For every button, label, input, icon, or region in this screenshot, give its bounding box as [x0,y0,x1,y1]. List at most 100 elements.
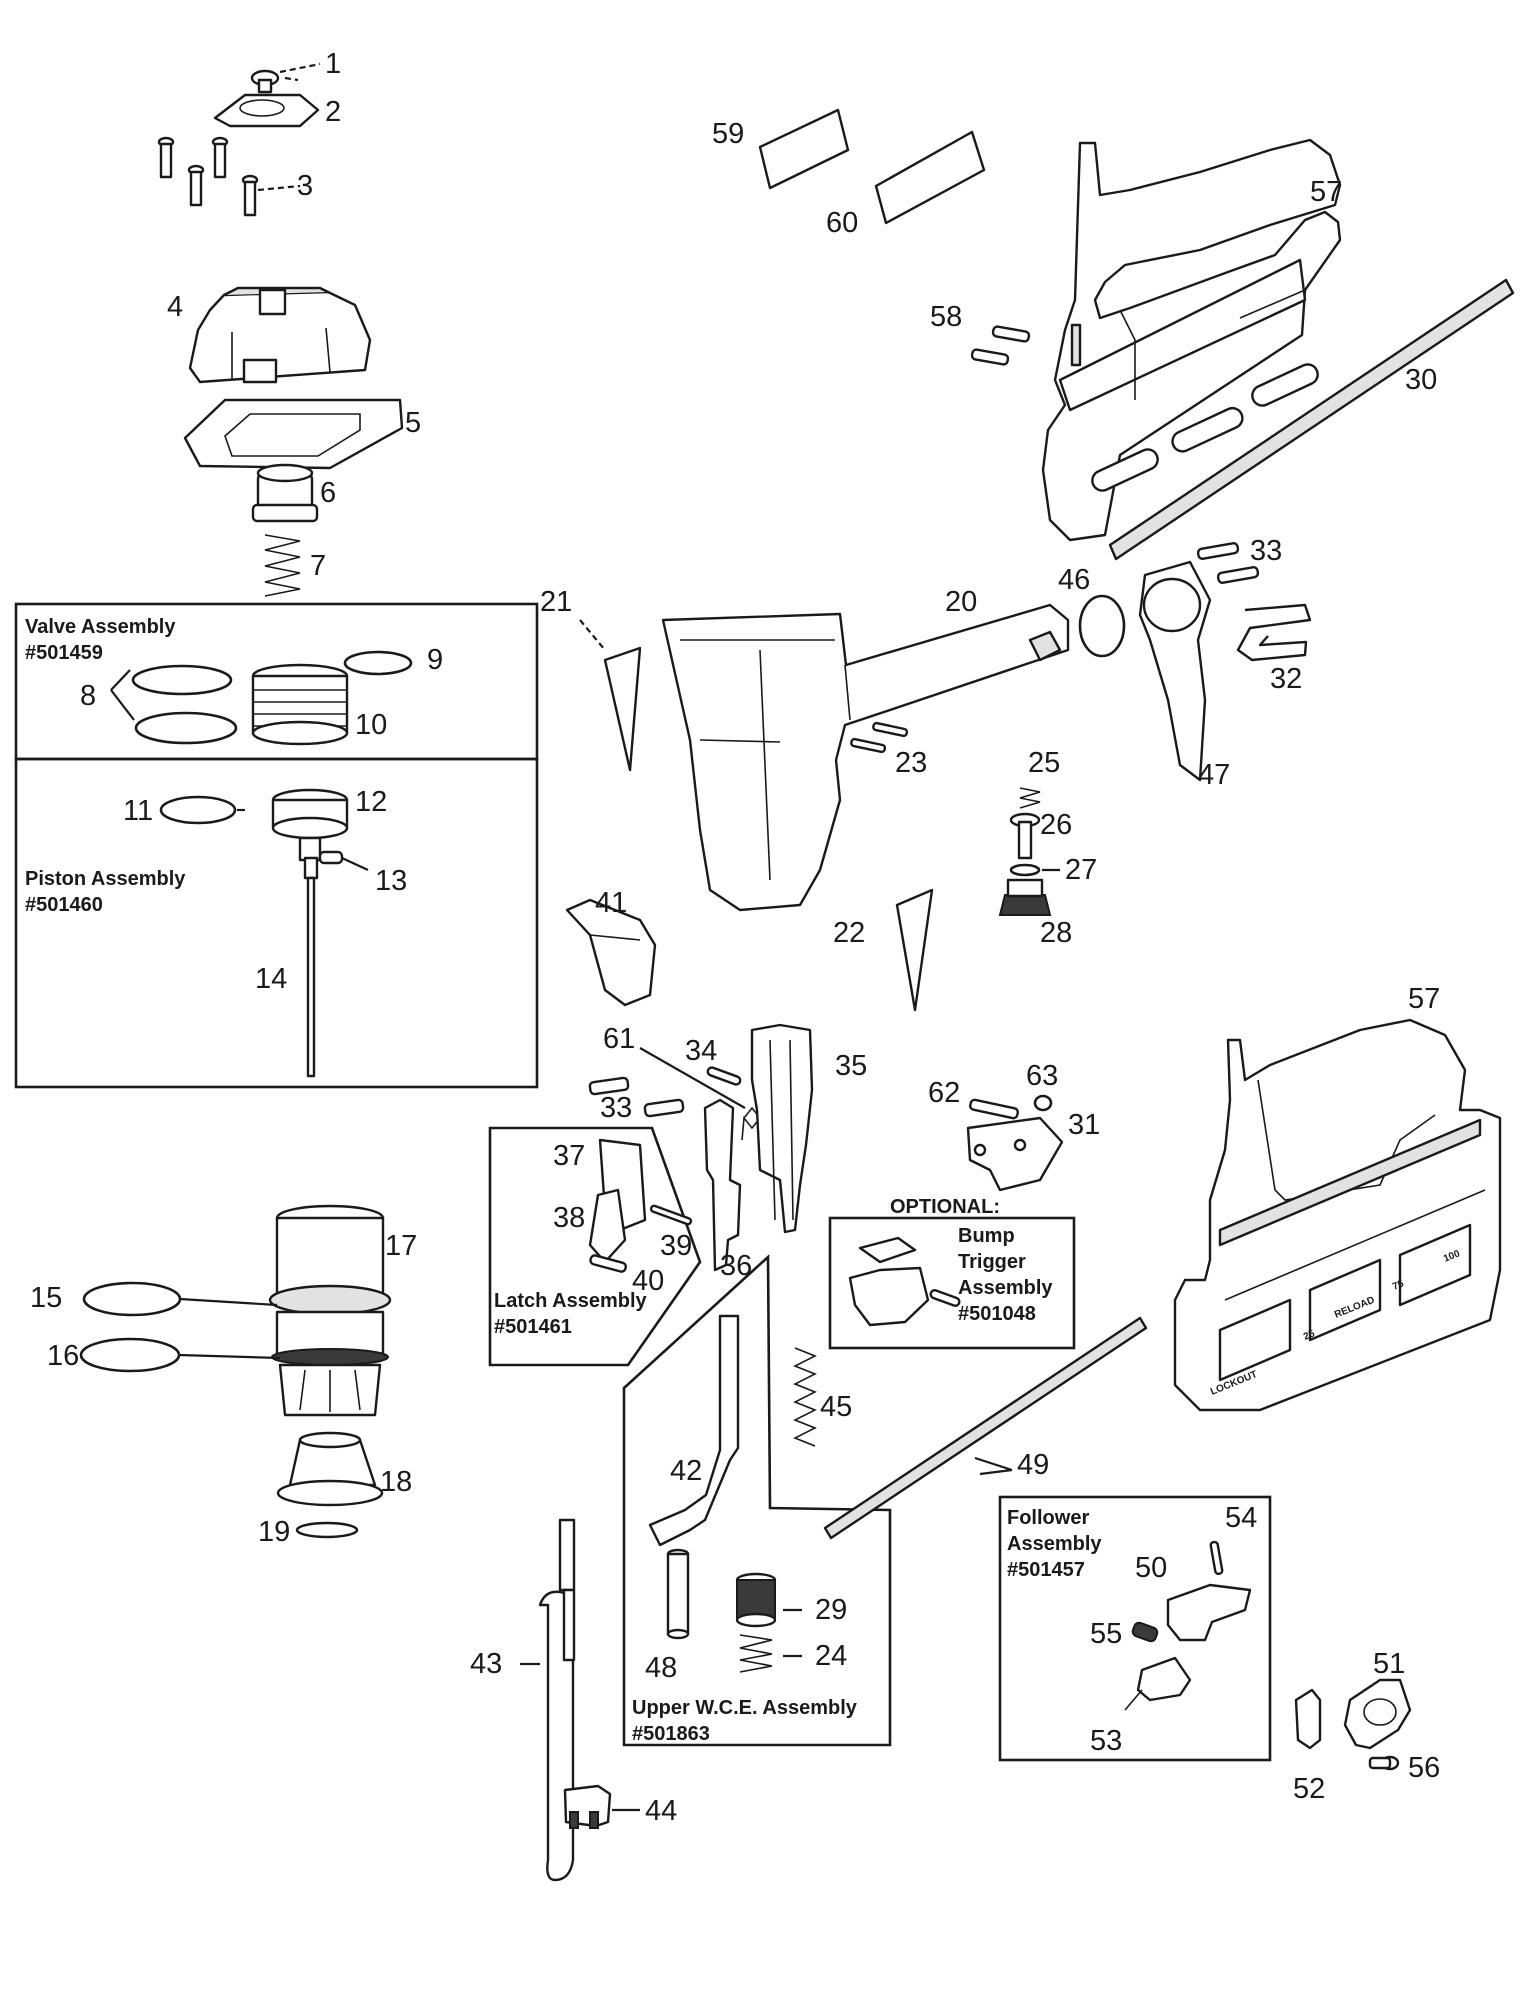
latch-assembly-box [488,1126,702,1367]
part-8-orings [131,664,238,745]
callout-59: 59 [712,118,744,150]
part-62-pin [969,1098,1019,1120]
part-47-cap [1138,560,1212,782]
upper-wce-assembly-number: #501863 [632,1723,710,1745]
piston-assembly-title: Piston Assembly [25,868,186,890]
magazine-marking-75: 75 [1391,1278,1406,1293]
part-11-oring [159,795,237,825]
assembly-titles: Valve Assembly #501459 Piston Assembly #… [25,616,1102,1745]
callout-55: 55 [1090,1618,1122,1650]
latch-assembly-title: Latch Assembly [494,1290,648,1312]
bump-trigger-title-1: Bump [958,1225,1015,1247]
callout-40: 40 [632,1265,664,1297]
part-57-magazine: LOCKOUT 25 RELOAD 75 100 [1173,1018,1502,1412]
callout-39: 39 [660,1230,692,1262]
part-42-arm [648,1314,740,1547]
callout-52: 52 [1293,1773,1325,1805]
callout-34: 34 [685,1035,717,1067]
bump-trigger-title-2: Trigger [958,1251,1026,1273]
part-53-follower-body [1124,1656,1192,1711]
part-40-pin [589,1254,627,1273]
part-61-spring [741,1106,762,1141]
upper-wce-assembly-title: Upper W.C.E. Assembly [632,1697,858,1719]
callout-33: 33 [1250,535,1282,567]
callout-25: 25 [1028,747,1060,779]
bump-trigger-optional-label: OPTIONAL: [890,1196,1000,1218]
part-59-label [758,108,850,190]
part-38-latch-clip [588,1188,627,1264]
callout-47: 47 [1198,759,1230,791]
callout-26: 26 [1040,809,1072,841]
callout-16: 16 [47,1340,79,1372]
callout-58: 58 [930,301,962,333]
part-16-oring [79,1337,181,1373]
callout-17: 17 [385,1230,417,1262]
callout-12: 12 [355,786,387,818]
part-21-side-panel [603,646,642,772]
callout-24: 24 [815,1640,847,1672]
callout-49: 49 [1017,1449,1049,1481]
part-33-screws-top [1196,542,1260,584]
callout-9: 9 [427,644,443,676]
follower-assembly-number: #501457 [1007,1559,1085,1581]
part-5-gasket [183,398,404,470]
callout-50: 50 [1135,1552,1167,1584]
part-7-spring [264,534,301,597]
leader-lines [110,62,1060,1812]
callout-41: 41 [595,887,627,919]
part-12-piston [271,788,349,862]
part-22-side-panel [895,888,934,1012]
part-4-cylinder-cap [188,286,372,384]
callout-42: 42 [670,1455,702,1487]
part-39-pin [649,1204,693,1226]
bump-trigger-icon [848,1236,961,1327]
callout-1: 1 [325,48,341,80]
callout-10: 10 [355,709,387,741]
valve-assembly-number: #501459 [25,642,103,664]
callout-60: 60 [826,207,858,239]
callout-19: 19 [258,1516,290,1548]
callout-51: 51 [1373,1648,1405,1680]
follower-assembly-box [998,1495,1272,1762]
callout-36: 36 [720,1250,752,1282]
piston-assembly-number: #501460 [25,894,103,916]
callout-35: 35 [835,1050,867,1082]
callout-23: 23 [895,747,927,779]
part-31-trigger-bracket [966,1116,1064,1192]
part-54-pin [1209,1540,1224,1576]
callout-43: 43 [470,1648,502,1680]
callout-32: 32 [1270,663,1302,695]
callout-30: 30 [1405,364,1437,396]
callout-44: 44 [645,1795,677,1827]
part-10-valve [251,663,349,746]
callout-38: 38 [553,1202,585,1234]
part-17-cylinder [268,1204,392,1417]
part-60-label [874,130,986,225]
bump-trigger-title-3: Assembly [958,1277,1053,1299]
part-6-spring-seat [251,463,319,523]
part-55-spring [1131,1621,1159,1643]
callout-6: 6 [320,477,336,509]
callout-22: 22 [833,917,865,949]
part-3-screws [157,136,259,217]
part-18-bumper [276,1431,384,1507]
callout-18: 18 [380,1466,412,1498]
callout-48: 48 [645,1652,677,1684]
part-41-guard [565,898,657,1007]
part-48-pin [666,1548,690,1640]
callout-57b: 57 [1408,983,1440,1015]
callout-4: 4 [167,291,183,323]
part-25-spring [1019,787,1041,809]
callout-2: 2 [325,96,341,128]
callout-20: 20 [945,586,977,618]
part-34-pin [706,1066,742,1086]
part-36-lever [703,1098,742,1272]
part-32-bracket [1236,603,1312,662]
callout-62: 62 [928,1077,960,1109]
part-63-washer [1033,1094,1053,1112]
part-44-clip [563,1784,612,1829]
part-23-pins [850,721,909,754]
part-14-driver-blade [303,856,319,1078]
part-2-cap-plate [213,93,320,128]
